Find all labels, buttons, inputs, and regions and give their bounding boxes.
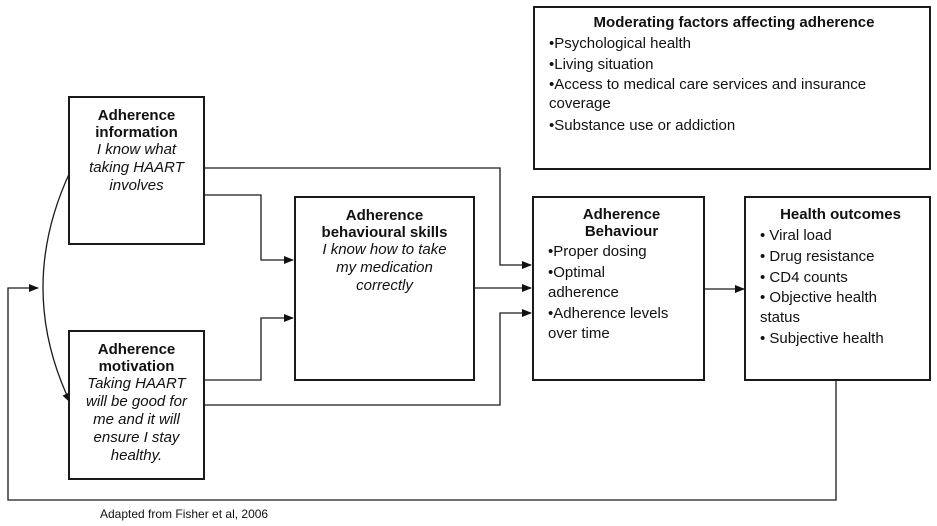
information-desc-line3: involves [109, 177, 164, 194]
list-item: • Subjective health [760, 330, 884, 347]
list-item: •Adherence levels over time [548, 305, 669, 342]
moderating-factors-title: Moderating factors affecting adherence [593, 14, 875, 31]
motivation-desc-line2: will be good for [86, 393, 187, 410]
behaviour-list: •Proper dosing •Optimal adherence •Adher… [548, 242, 695, 344]
adherence-skills-box: Adherence behavioural skills I know how … [294, 196, 475, 381]
behaviour-title-line2: Behaviour [584, 223, 659, 240]
list-item: •Psychological health [549, 35, 692, 52]
arrow-information-motivation-link [42, 162, 78, 403]
information-title-line2: information [95, 124, 178, 141]
outcomes-title: Health outcomes [780, 206, 901, 223]
adherence-motivation-box: Adherence motivation Taking HAART will b… [68, 330, 205, 480]
behaviour-title-line1: Adherence [582, 206, 661, 223]
arrow-information-to-skills [204, 194, 294, 264]
skills-title-line1: Adherence [345, 207, 424, 224]
motivation-title-line2: motivation [98, 358, 175, 375]
information-desc-line2: taking HAART [89, 159, 184, 176]
list-item: • Drug resistance [760, 248, 875, 265]
arrow-motivation-to-skills [204, 314, 294, 381]
list-item: •Substance use or addiction [549, 117, 736, 134]
list-item: •Optimal adherence [548, 264, 619, 301]
adherence-information-box: Adherence information I know what taking… [68, 96, 205, 245]
skills-desc-line2: my medication [336, 259, 433, 276]
list-item: •Living situation [549, 56, 654, 73]
arrow-motivation-to-behaviour [204, 309, 532, 406]
skills-desc-line1: I know how to take [322, 241, 447, 258]
arrow-information-to-behaviour [204, 167, 532, 269]
arrow-feedback-loop [7, 284, 837, 501]
motivation-desc-line5: healthy. [110, 447, 163, 464]
information-title-line1: Adherence [97, 107, 176, 124]
source-caption: Adapted from Fisher et al, 2006 [100, 507, 269, 521]
list-item: • Objective health status [760, 289, 877, 326]
list-item: • CD4 counts [760, 269, 848, 286]
adherence-behaviour-box: Adherence Behaviour •Proper dosing •Opti… [532, 196, 705, 381]
motivation-desc-line4: ensure I stay [93, 429, 180, 446]
list-item: • Viral load [760, 227, 832, 244]
information-desc-line1: I know what [96, 141, 177, 158]
outcomes-list: • Viral load • Drug resistance • CD4 cou… [760, 225, 921, 349]
motivation-desc-line1: Taking HAART [87, 375, 186, 392]
list-item: •Access to medical care services and ins… [549, 76, 867, 112]
motivation-desc-line3: me and it will [93, 411, 180, 428]
list-item: •Proper dosing [548, 243, 647, 260]
health-outcomes-box: Health outcomes • Viral load • Drug resi… [744, 196, 931, 381]
moderating-factors-box: Moderating factors affecting adherence •… [533, 6, 931, 170]
skills-desc-line3: correctly [356, 277, 413, 294]
motivation-title-line1: Adherence [97, 341, 176, 358]
moderating-factors-list: •Psychological health •Living situation … [549, 33, 919, 136]
skills-title-line2: behavioural skills [321, 224, 448, 241]
